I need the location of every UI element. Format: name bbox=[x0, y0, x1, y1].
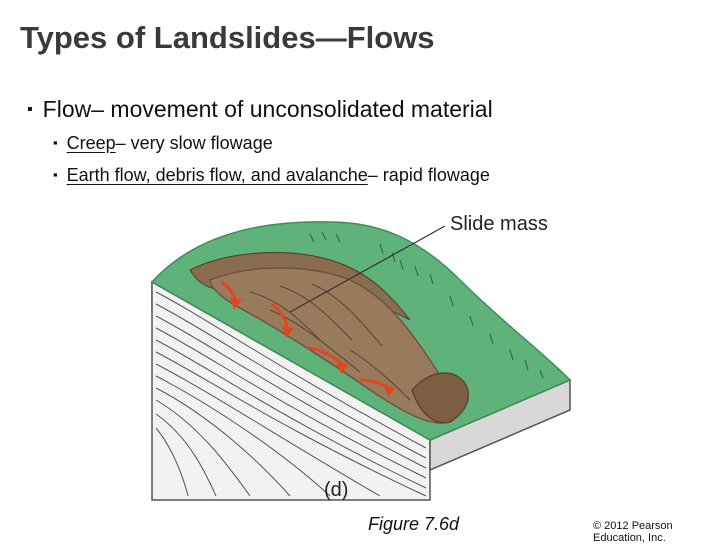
bullet-rapid-flows: ▪ Earth flow, debris flow, and avalanche… bbox=[53, 165, 490, 186]
callout-label: Slide mass bbox=[450, 213, 548, 235]
bullet-term-creep: Creep bbox=[66, 133, 116, 153]
bullet-term-flow: Flow bbox=[42, 96, 92, 122]
panel-label: (d) bbox=[324, 479, 348, 501]
bullet-marker: ▪ bbox=[53, 135, 58, 150]
copyright-notice: © 2012 Pearson Education, Inc. bbox=[593, 520, 673, 544]
grass-texture bbox=[309, 231, 544, 379]
bullet-creep: ▪ Creep – very slow flowage bbox=[53, 133, 273, 154]
bullet-flow: ▪ Flow – movement of unconsolidated mate… bbox=[27, 96, 493, 123]
figure-caption: Figure 7.6d bbox=[368, 514, 460, 534]
slide-toe bbox=[411, 372, 469, 424]
bedrock-layers bbox=[155, 291, 427, 497]
slide-texture bbox=[249, 283, 411, 401]
callout-line bbox=[289, 225, 446, 313]
landslide-figure: Slide mass (d) bbox=[150, 213, 572, 501]
bullet-marker: ▪ bbox=[27, 101, 33, 118]
bullet-marker: ▪ bbox=[53, 167, 58, 182]
bullet-text-flow: – movement of unconsolidated material bbox=[91, 96, 493, 122]
bullet-text-creep: – very slow flowage bbox=[115, 133, 273, 153]
bullet-term-rapid-flows: Earth flow, debris flow, and avalanche bbox=[66, 165, 368, 185]
bullet-text-rapid-flows: – rapid flowage bbox=[367, 165, 490, 185]
flow-arrowheads bbox=[230, 298, 396, 396]
slide-title: Types of Landslides—Flows bbox=[20, 20, 435, 55]
